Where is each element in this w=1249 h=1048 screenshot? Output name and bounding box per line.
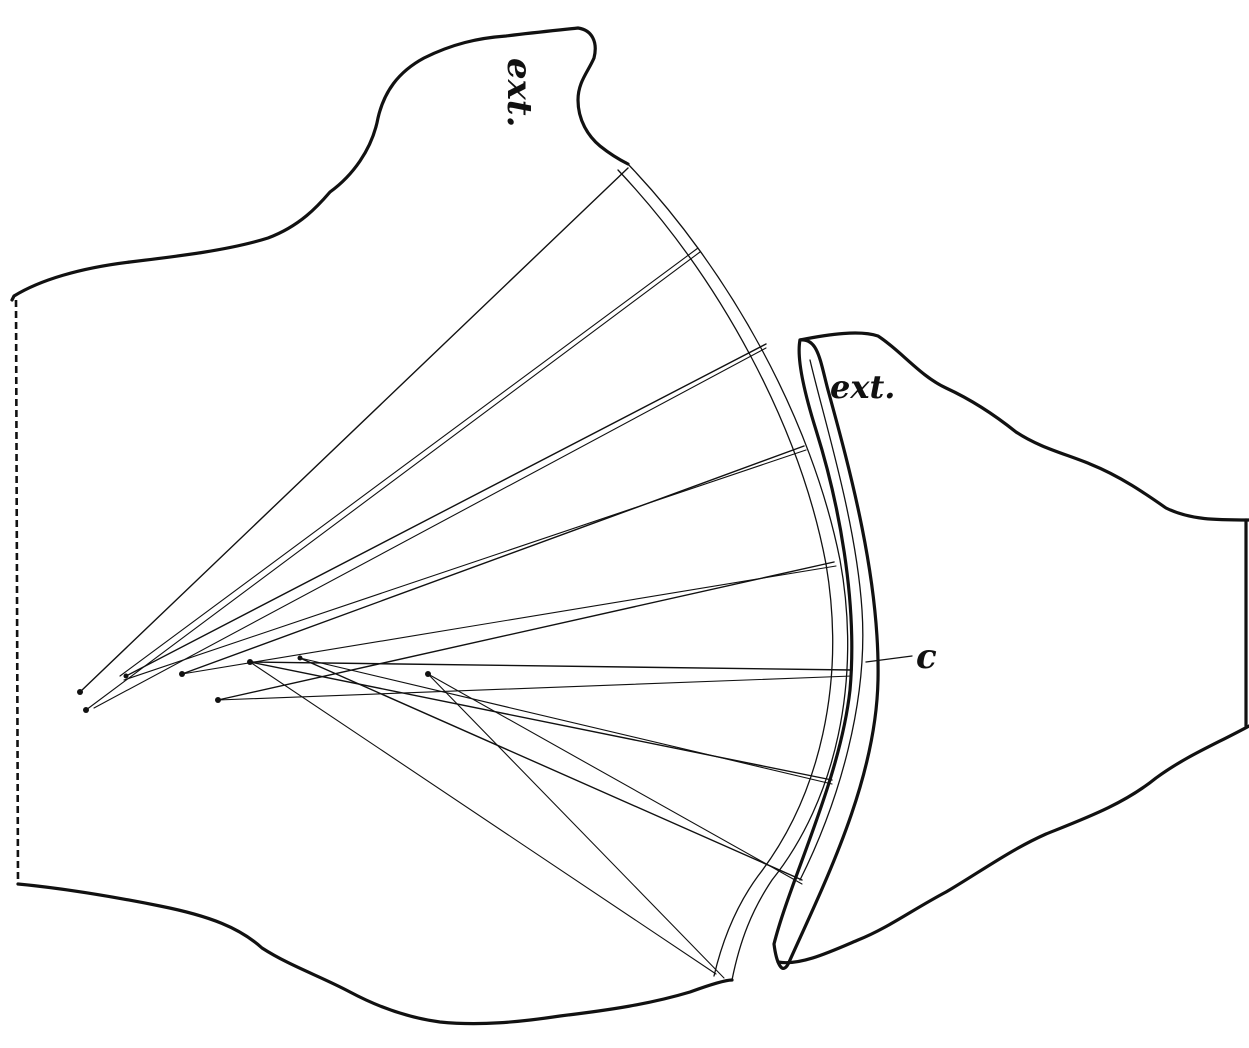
left-cut-border [16,300,18,884]
fiber-ray [182,446,804,674]
origin-dot [83,707,89,713]
origin-dot [215,697,221,703]
origin-dot [298,656,303,661]
right-crescent-inner [800,360,863,880]
fiber-ray [182,566,836,674]
right-mass-lower-outline [778,726,1249,963]
fiber-ray [86,252,700,710]
fiber-rays [80,168,852,978]
fiber-ray [218,676,852,700]
label-c-leader [866,656,912,662]
fiber-ray [250,662,852,670]
origin-dot [425,671,431,677]
origin-dot [77,689,83,695]
origin-dot [179,671,185,677]
fiber-ray [126,344,766,676]
articular-arc-outer [626,162,848,980]
fiber-ray [300,658,832,784]
fiber-ray [300,658,802,880]
label-ext-upper: ext. [499,58,539,127]
right-mass-upper-outline [800,333,1249,520]
articular-arc-inner [618,170,833,976]
fiber-ray [218,562,834,700]
left-mass-lower-outline [18,884,732,1024]
label-ext-right: ext. [830,368,895,406]
origin-dot [124,674,129,679]
origin-dot [247,659,253,665]
fiber-ray [124,450,806,680]
fiber-ray [428,674,802,884]
fiber-ray [94,348,766,708]
label-c: c [916,637,937,677]
